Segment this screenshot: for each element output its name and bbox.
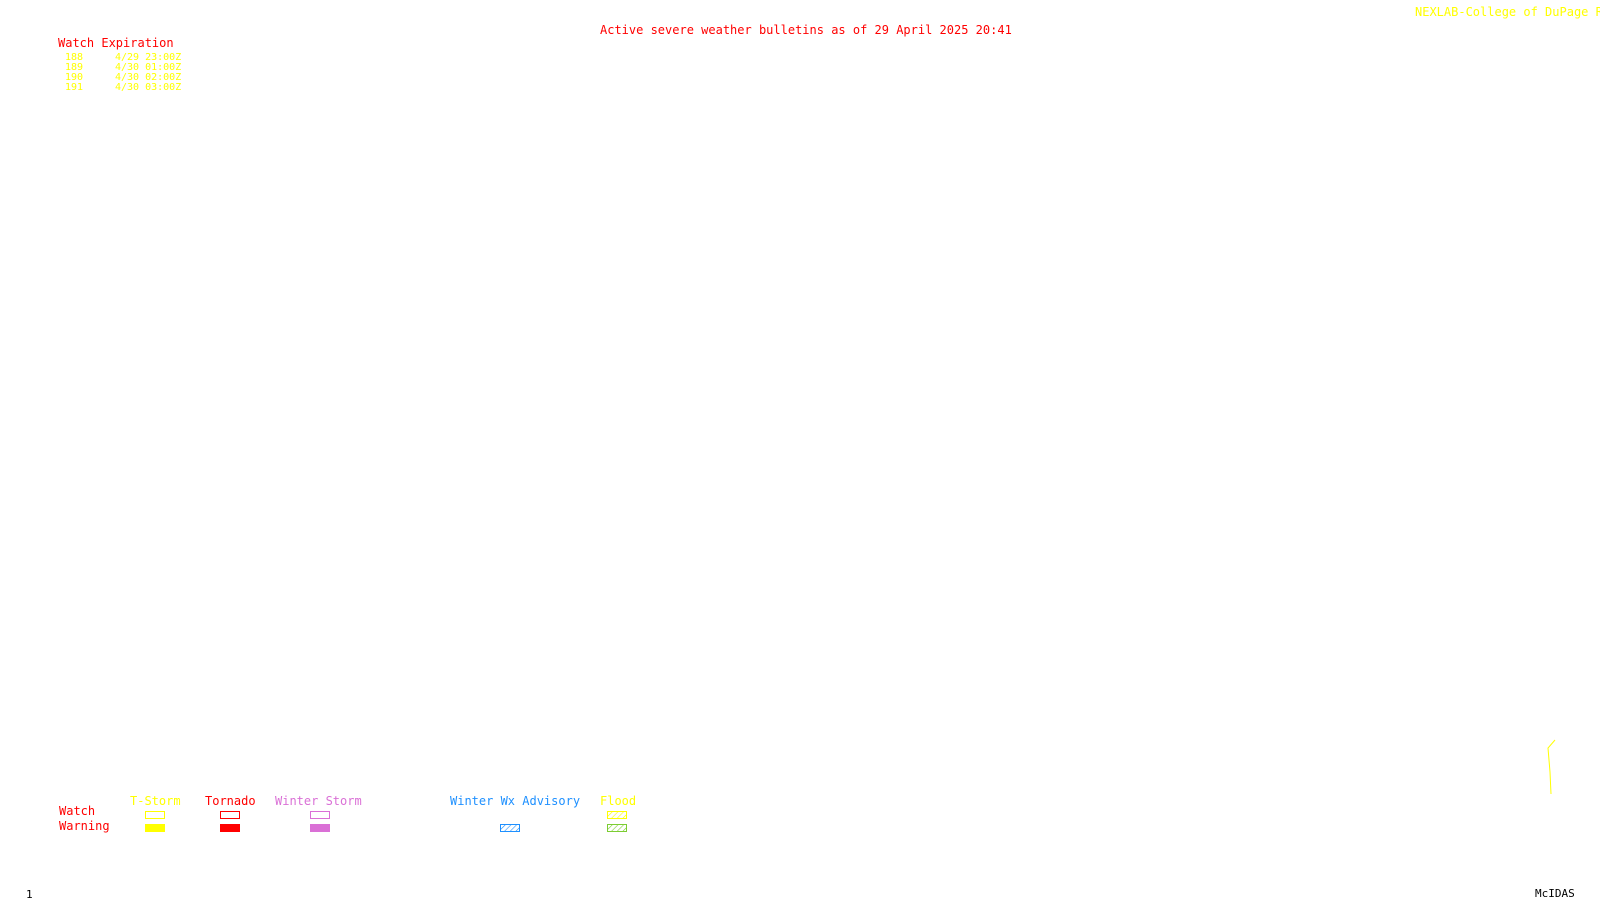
- tstorm-watch-swatch: [145, 811, 165, 819]
- watch-number: 189: [65, 62, 84, 73]
- watch-expiration: 4/30 03:00Z: [115, 82, 182, 93]
- flood-watch-swatch: [607, 811, 627, 819]
- winter-storm-watch-swatch: [310, 811, 330, 819]
- software-label: McIDAS: [1535, 887, 1575, 900]
- legend-label-tstorm: T-Storm: [130, 794, 181, 808]
- tornado-warning-swatch: [220, 824, 240, 832]
- watch-number: 190: [65, 72, 84, 83]
- winter-storm-warning-swatch: [310, 824, 330, 832]
- bulletin-title: Active severe weather bulletins as of 29…: [600, 23, 1012, 37]
- boundary-line: [1547, 739, 1556, 795]
- legend-label-winter-wx-advisory: Winter Wx Advisory: [450, 794, 581, 808]
- watch-table-heading: Watch Expiration: [58, 36, 174, 50]
- watch-expiration: 4/30 01:00Z: [115, 62, 182, 73]
- frame-number: 1: [26, 888, 33, 901]
- flood-warning-swatch: [607, 824, 627, 832]
- watch-expiration: 4/29 23:00Z: [115, 52, 182, 63]
- watch-expiration: 4/30 02:00Z: [115, 72, 182, 83]
- tstorm-warning-swatch: [145, 824, 165, 832]
- legend-row-watch: Watch: [59, 804, 96, 818]
- legend-label-tornado: Tornado: [205, 794, 256, 808]
- watch-number: 191: [65, 82, 84, 93]
- watch-number: 188: [65, 52, 84, 63]
- legend-label-flood: Flood: [600, 794, 637, 808]
- winter-wx-advisory-swatch: [500, 824, 520, 832]
- tornado-watch-swatch: [220, 811, 240, 819]
- legend-row-warning: Warning: [59, 819, 110, 833]
- credit-label: NEXLAB-College of DuPage R: [1415, 5, 1600, 19]
- legend-label-winter-storm: Winter Storm: [275, 794, 362, 808]
